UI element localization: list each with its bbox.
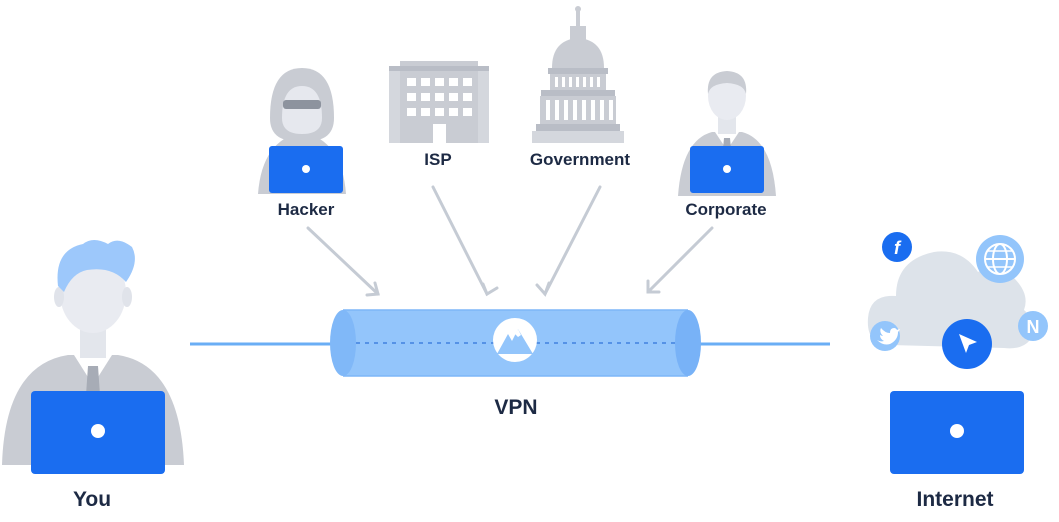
vpn-label: VPN <box>494 396 538 419</box>
you-label: You <box>72 488 112 511</box>
hacker-label: Hacker <box>277 200 335 219</box>
government-label: Government <box>529 150 631 169</box>
government-arrow <box>535 185 602 297</box>
vpn-tunnel <box>330 309 701 377</box>
person-with-laptop-icon <box>2 240 184 474</box>
hooded-hacker-icon <box>258 68 346 194</box>
office-building-icon <box>389 61 489 143</box>
internet-label: Internet <box>916 488 994 511</box>
globe-icon <box>976 235 1024 283</box>
svg-text:N: N <box>1027 317 1040 337</box>
svg-text:f: f <box>894 238 902 258</box>
isp-arrow <box>431 185 499 297</box>
mountain-logo-icon <box>493 318 537 362</box>
facebook-icon: f <box>882 232 912 262</box>
businessman-icon <box>678 71 776 196</box>
corporate-label: Corporate <box>685 200 767 219</box>
capitol-building-icon <box>532 6 624 143</box>
netflix-icon: N <box>1018 311 1048 341</box>
corporate-arrow <box>646 226 714 294</box>
isp-label: ISP <box>424 150 452 169</box>
cursor-arrow-icon <box>942 319 992 369</box>
twitter-icon <box>870 321 900 351</box>
hacker-arrow <box>306 226 380 297</box>
laptop-icon <box>890 391 1024 474</box>
